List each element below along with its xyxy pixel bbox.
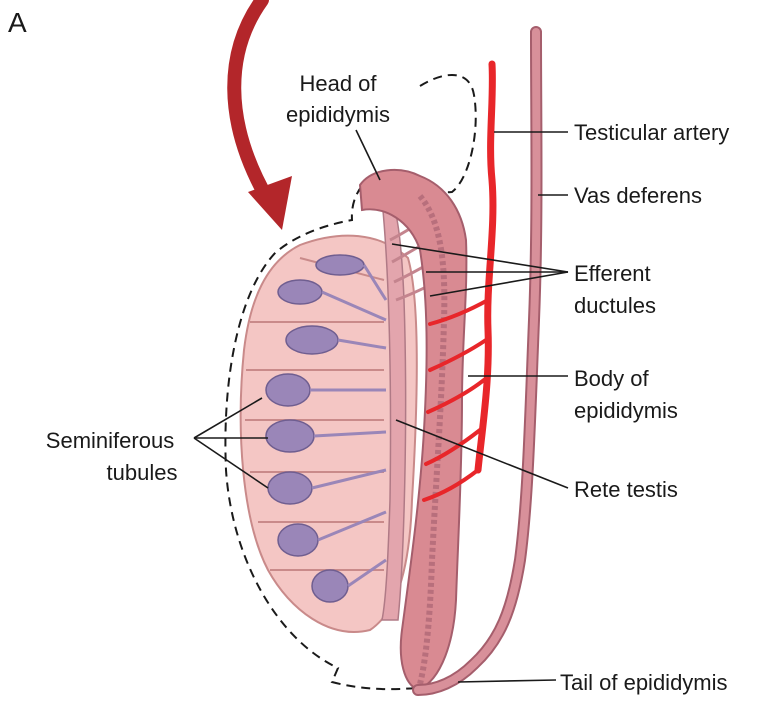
leader-tail — [458, 680, 556, 682]
label-rete-testis: Rete testis — [574, 477, 678, 502]
curved-arrow — [234, 0, 292, 230]
label-efferent-ductules-line1: Efferent — [574, 261, 651, 286]
label-tail-of-epididymis: Tail of epididymis — [560, 670, 728, 695]
label-testicular-artery: Testicular artery — [574, 120, 729, 145]
label-body-of-epididymis-line2: epididymis — [574, 398, 678, 423]
label-head-of-epididymis-line1: Head of — [299, 71, 377, 96]
panel-letter: A — [8, 7, 27, 38]
leader-head — [356, 130, 380, 180]
label-seminiferous-tubules-line1: Seminiferous — [46, 428, 174, 453]
label-efferent-ductules-line2: ductules — [574, 293, 656, 318]
label-vas-deferens: Vas deferens — [574, 183, 702, 208]
label-seminiferous-tubules-line2: tubules — [107, 460, 178, 485]
label-body-of-epididymis-line1: Body of — [574, 366, 649, 391]
label-head-of-epididymis-line2: epididymis — [286, 102, 390, 127]
